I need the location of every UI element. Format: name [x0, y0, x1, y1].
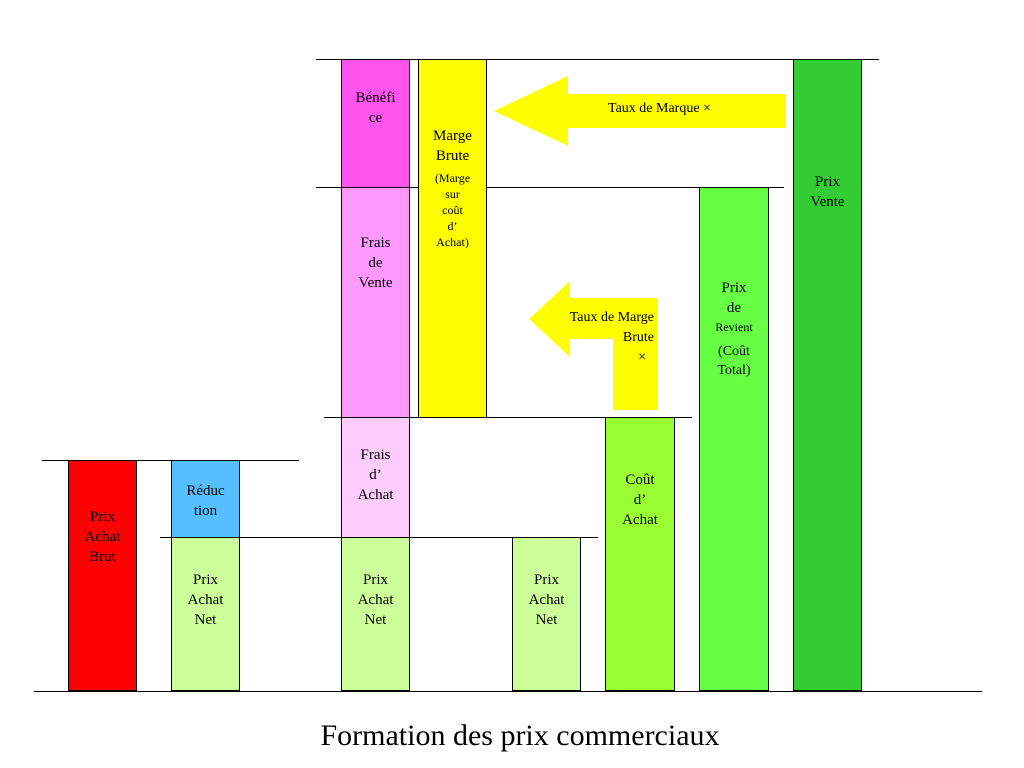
prix-achat-brut-block: Prix Achat Brut [68, 460, 137, 691]
taux-marge-brute-line2: Brute [622, 330, 654, 345]
prix-revient-label: Prix de [721, 280, 747, 316]
prix-achat-net-label-1: Prix Achat Net [187, 572, 224, 628]
reduction-label: Réduc tion [186, 483, 225, 519]
prix-vente-label: Prix Vente [810, 174, 845, 210]
prix-revient-block: Prix de Revient (Coût Total) [699, 187, 769, 691]
prix-vente-block: Prix Vente [793, 59, 862, 691]
level-line-cout-achat [324, 417, 692, 418]
frais-achat-label: Frais d’ Achat [357, 447, 394, 503]
level-line-prix-vente [316, 59, 879, 60]
reduction-block: Réduc tion [171, 460, 240, 538]
level-line-brut [42, 460, 299, 461]
prix-achat-brut-label: Prix Achat Brut [84, 509, 121, 565]
marge-brute-block: Marge Brute (Marge sur coût d’ Achat) [418, 59, 487, 418]
taux-marque-text: Taux de Marque × [608, 101, 711, 116]
taux-marge-brute-line1: Taux de Marge [569, 310, 654, 325]
cout-achat-label: Coût d’ Achat [622, 472, 658, 528]
prix-revient-small-label: Revient [715, 320, 753, 334]
prix-achat-net-block-1: Prix Achat Net [171, 537, 240, 691]
benefice-label: Bénéfi ce [355, 90, 396, 126]
frais-achat-block: Frais d’ Achat [341, 417, 410, 538]
frais-vente-block: Frais de Vente [341, 187, 410, 418]
prix-achat-net-label-2: Prix Achat Net [357, 572, 394, 628]
baseline [34, 691, 982, 692]
frais-vente-label: Frais de Vente [358, 235, 393, 291]
prix-achat-net-label-3: Prix Achat Net [528, 572, 565, 628]
prix-revient-sub-label: (Coût Total) [717, 344, 751, 378]
benefice-block: Bénéfi ce [341, 59, 410, 188]
prix-achat-net-block-2: Prix Achat Net [341, 537, 410, 691]
taux-marge-brute-text: Taux de Marge Brute × [540, 308, 654, 368]
prix-achat-net-block-3: Prix Achat Net [512, 537, 581, 691]
taux-marge-brute-line3: × [638, 350, 646, 365]
marge-brute-label: Marge Brute [433, 128, 472, 164]
marge-brute-sub-label: (Marge sur coût d’ Achat) [434, 171, 471, 249]
taux-marque-arrow-icon [494, 76, 786, 146]
diagram-title: Formation des prix commerciaux [320, 719, 720, 752]
cout-achat-block: Coût d’ Achat [605, 417, 675, 691]
taux-marge-brute-arrow-icon [529, 281, 658, 410]
level-line-cout-total [316, 187, 784, 188]
